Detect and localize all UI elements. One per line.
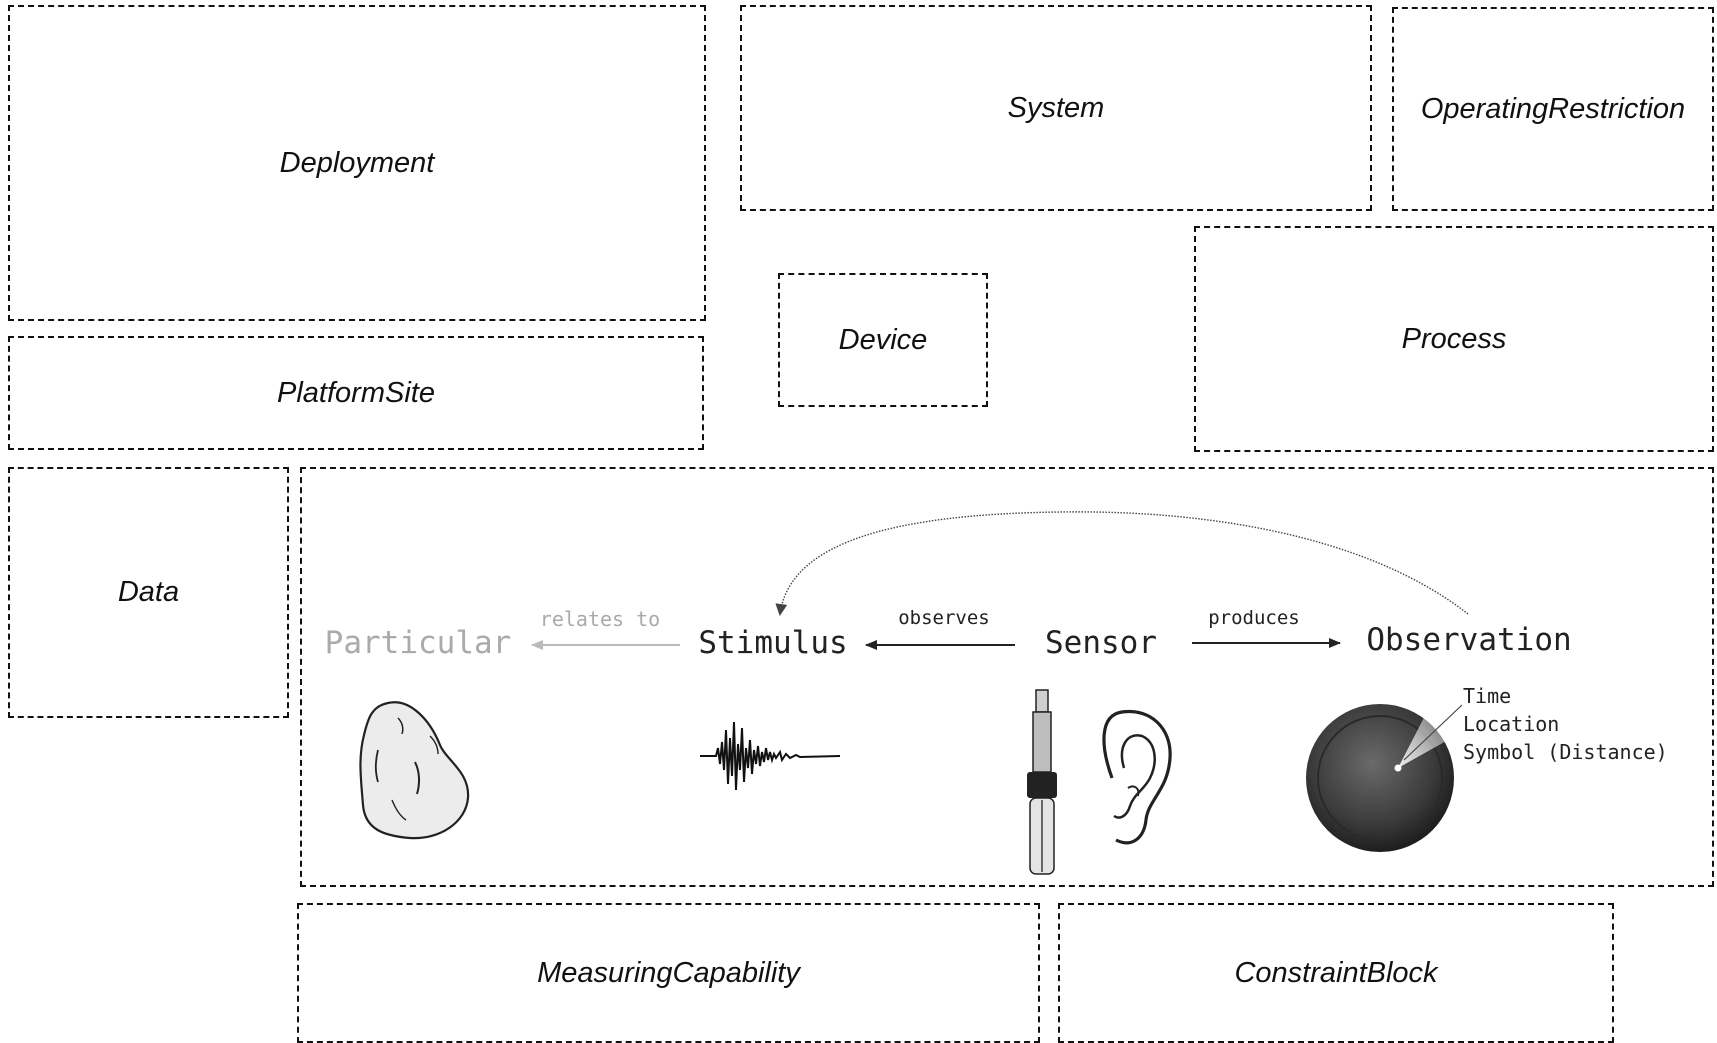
- observation-attr-location: Location: [1463, 712, 1559, 736]
- platform-site-box: PlatformSite: [8, 336, 704, 450]
- device-box: Device: [778, 273, 988, 407]
- particular-node-label: Particular: [325, 625, 512, 661]
- sensor-node-label: Sensor: [1045, 625, 1157, 661]
- deployment-label: Deployment: [279, 146, 435, 179]
- observation-dial-icon: [1306, 704, 1463, 852]
- deployment-box: Deployment: [8, 5, 706, 321]
- operating-restriction-box: OperatingRestriction: [1392, 7, 1714, 211]
- observation-attr-time: Time: [1463, 684, 1511, 708]
- observes-label: observes: [898, 607, 990, 629]
- system-label: System: [1007, 91, 1105, 124]
- constraint-block-label: ConstraintBlock: [1234, 956, 1438, 989]
- measuring-capability-label: MeasuringCapability: [537, 956, 800, 989]
- data-box: Data: [8, 467, 289, 718]
- rock-icon: [359, 701, 470, 840]
- observation-callout-line: [1403, 704, 1463, 761]
- system-box: System: [740, 5, 1372, 211]
- relates-to-label: relates to: [540, 607, 660, 631]
- data-label: Data: [117, 576, 180, 608]
- observation-node-label: Observation: [1366, 622, 1571, 658]
- process-box: Process: [1194, 226, 1714, 452]
- stimulus-node-label: Stimulus: [698, 625, 847, 661]
- operating-restriction-label: OperatingRestriction: [1420, 92, 1686, 125]
- probe-sensor-icon: [1027, 689, 1057, 875]
- produces-label: produces: [1208, 607, 1300, 629]
- feedback-curve-arrow: [775, 511, 1469, 616]
- diagram-frame: [300, 467, 1714, 887]
- process-label: Process: [1401, 322, 1507, 355]
- platform-site-label: PlatformSite: [277, 376, 435, 409]
- observation-attr-symbol-distance: Symbol (Distance): [1463, 740, 1668, 764]
- ear-icon: [1102, 709, 1172, 845]
- device-label: Device: [838, 323, 928, 356]
- waveform-icon: [700, 721, 841, 791]
